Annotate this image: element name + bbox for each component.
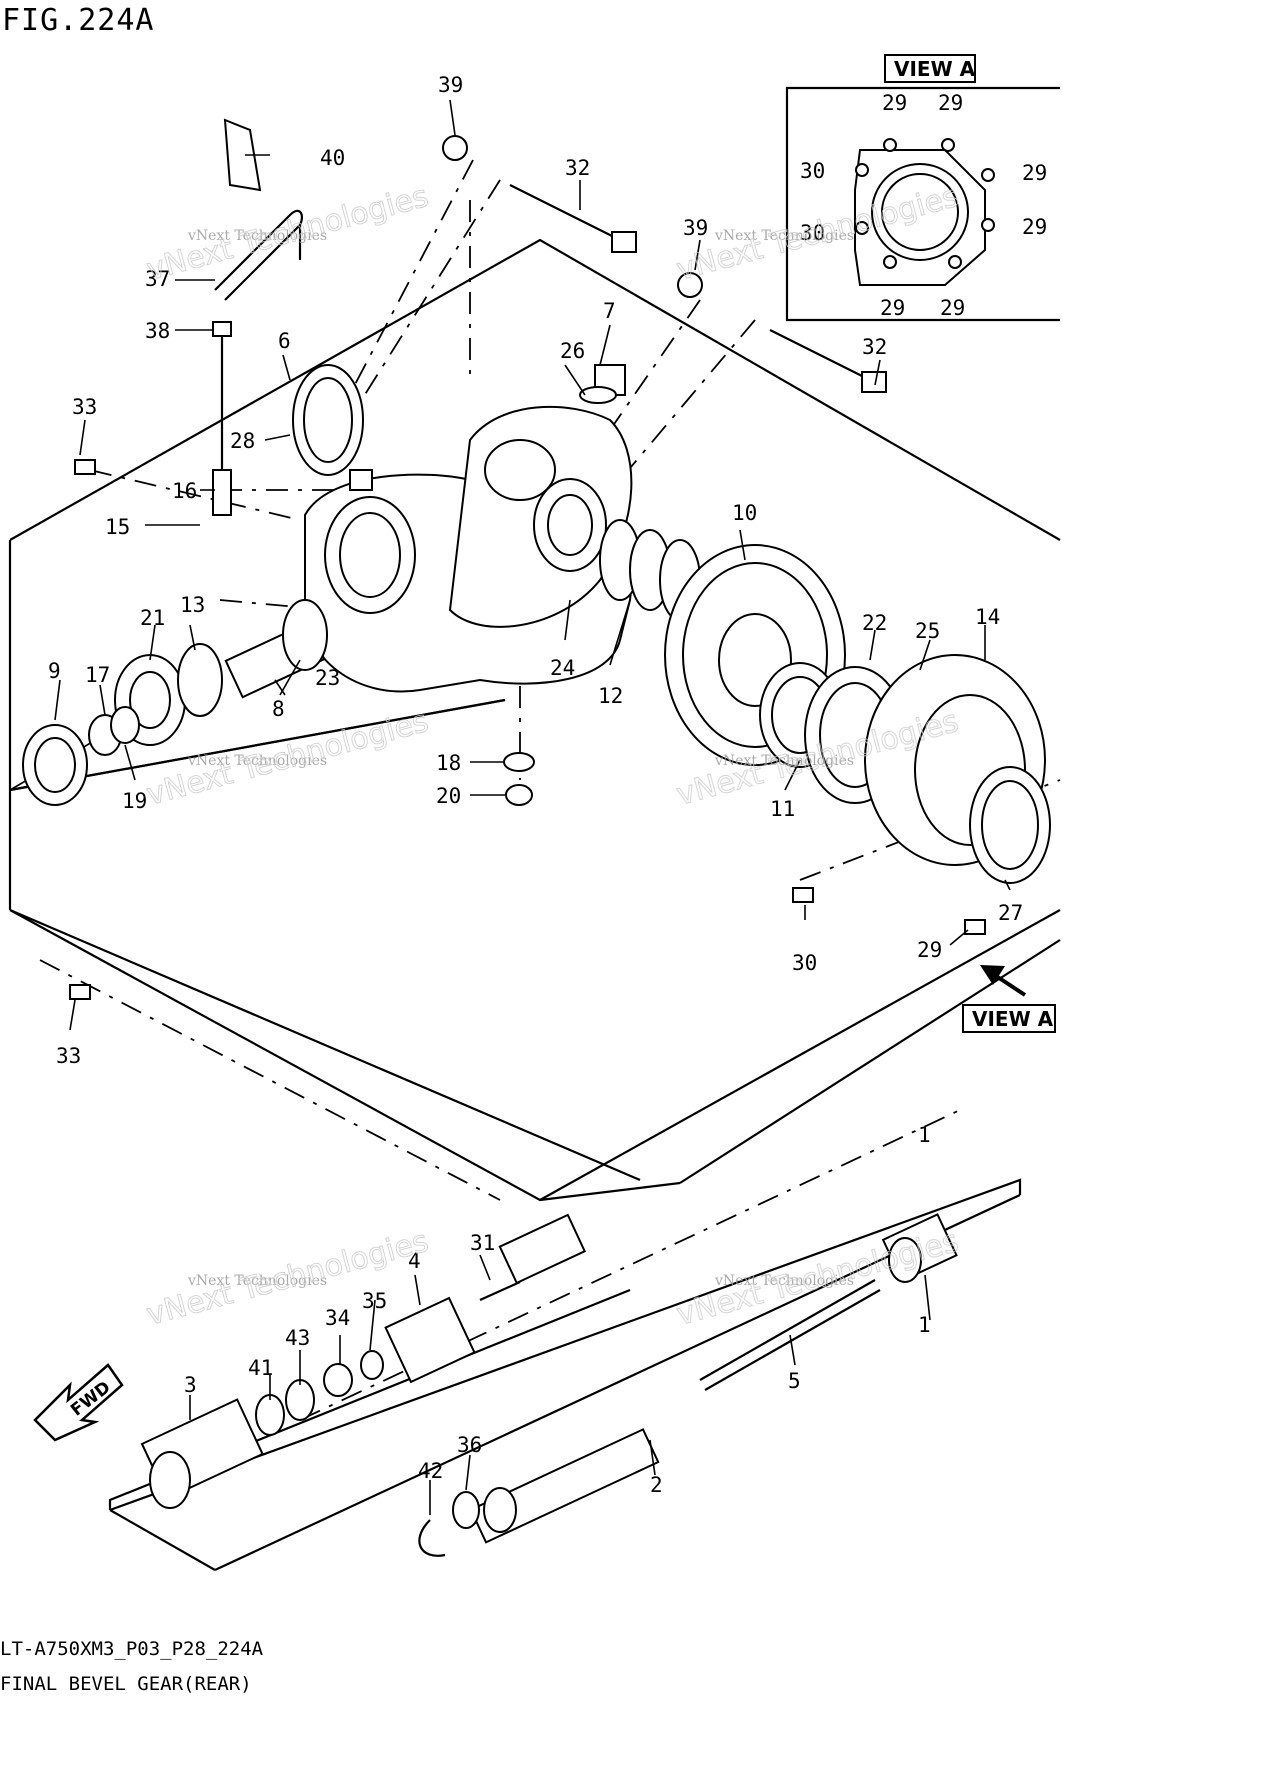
output-shaft-parts <box>140 1213 958 1557</box>
clamp-40 <box>223 118 262 192</box>
callout-7: 7 <box>603 299 616 323</box>
callout-23: 23 <box>315 666 340 690</box>
callout-33-top: 33 <box>72 395 97 419</box>
figure-caption: FINAL BEVEL GEAR(REAR) <box>0 1673 252 1695</box>
breather-hose-37 <box>212 209 304 516</box>
figure-title: FIG.224A <box>2 3 155 38</box>
callout-5: 5 <box>788 1369 801 1393</box>
watermark-big-1: vNext Technologies <box>143 179 432 288</box>
bolts <box>69 135 986 1000</box>
callout-11: 11 <box>770 797 795 821</box>
callout-9: 9 <box>48 659 61 683</box>
view-a-label-top: VIEW A <box>884 54 976 83</box>
view-a-callout-29-1: 29 <box>882 91 907 115</box>
callout-20: 20 <box>436 784 461 808</box>
nut-17-washer-19 <box>88 706 140 756</box>
callout-40: 40 <box>320 146 345 170</box>
callout-18: 18 <box>436 751 461 775</box>
fwd-arrow-icon: FWD <box>33 1363 124 1442</box>
callout-33-bottom: 33 <box>56 1044 81 1068</box>
watermark-small-3: vNext Technologies <box>187 753 327 769</box>
pinion-gear-8 <box>224 599 328 699</box>
callout-4: 4 <box>408 1249 421 1273</box>
callout-19: 19 <box>122 789 147 813</box>
view-direction-arrow-icon <box>980 965 1027 997</box>
view-a-label-bottom: VIEW A <box>962 1004 1056 1033</box>
callout-10: 10 <box>732 501 757 525</box>
bearing-12 <box>599 519 701 621</box>
oil-seal-28 <box>292 364 364 476</box>
view-a-text-bottom: VIEW A <box>972 1007 1054 1031</box>
callout-38: 38 <box>145 319 170 343</box>
view-a-callout-30-1: 30 <box>800 159 825 183</box>
callout-26: 26 <box>560 339 585 363</box>
watermark-small-4: vNext Technologies <box>714 753 854 769</box>
callout-1: 1 <box>918 1313 931 1337</box>
callout-31: 31 <box>470 1231 495 1255</box>
watermark-big-5: vNext Technologies <box>143 1224 432 1333</box>
watermark-small-1: vNext Technologies <box>187 228 327 244</box>
callout-37: 37 <box>145 267 170 291</box>
callout-15: 15 <box>105 515 130 539</box>
callout-27: 27 <box>998 901 1023 925</box>
callout-17: 17 <box>85 663 110 687</box>
view-a-text-top: VIEW A <box>894 57 976 81</box>
callout-43: 43 <box>285 1326 310 1350</box>
callout-14: 14 <box>975 605 1000 629</box>
view-a-detail <box>854 138 995 286</box>
leader-lines <box>54 99 1011 1515</box>
callout-3: 3 <box>184 1373 197 1397</box>
callout-22: 22 <box>862 611 887 635</box>
callout-1-top-mark: 1 <box>918 1123 931 1147</box>
watermark-small-2: vNext Technologies <box>714 228 854 244</box>
callout-41: 41 <box>248 1356 273 1380</box>
callout-39-right: 39 <box>683 216 708 240</box>
callout-39-top: 39 <box>438 73 463 97</box>
view-a-callout-29-5: 29 <box>880 296 905 320</box>
oil-seal-27 <box>969 766 1051 884</box>
callout-42: 42 <box>418 1459 443 1483</box>
callout-21: 21 <box>140 606 165 630</box>
callout-24: 24 <box>550 656 575 680</box>
callout-32-right: 32 <box>862 335 887 359</box>
watermark-small-6: vNext Technologies <box>714 1273 854 1289</box>
bearing-21-13 <box>114 643 223 746</box>
callout-29-bottom: 29 <box>917 938 942 962</box>
callout-12: 12 <box>598 684 623 708</box>
view-a-callout-29-4: 29 <box>1022 215 1047 239</box>
watermark-small-5: vNext Technologies <box>187 1273 327 1289</box>
callout-8: 8 <box>272 697 285 721</box>
coupling-9 <box>22 724 88 806</box>
view-a-callout-29-6: 29 <box>940 296 965 320</box>
callout-36: 36 <box>457 1433 482 1457</box>
callout-32-top: 32 <box>565 156 590 180</box>
bearing-24 <box>533 478 607 572</box>
plug-7-gasket-26 <box>579 364 626 404</box>
callout-labels: 39 40 32 39 32 37 38 6 7 26 28 33 16 15 … <box>48 73 1047 1497</box>
view-a-callout-30-2: 30 <box>800 221 825 245</box>
callout-35: 35 <box>362 1289 387 1313</box>
callout-34: 34 <box>325 1306 350 1330</box>
view-a-callout-29-2: 29 <box>938 91 963 115</box>
callout-2: 2 <box>650 1473 663 1497</box>
callout-30-bottom: 30 <box>792 951 817 975</box>
watermarks: vNext Technologies vNext Technologies vN… <box>143 178 963 1333</box>
callout-6: 6 <box>278 329 291 353</box>
callout-16: 16 <box>172 479 197 503</box>
callout-28: 28 <box>230 429 255 453</box>
figure-code: LT-A750XM3_P03_P28_224A <box>0 1638 264 1660</box>
view-a-callout-29-3: 29 <box>1022 161 1047 185</box>
callout-13: 13 <box>180 593 205 617</box>
callout-25: 25 <box>915 619 940 643</box>
